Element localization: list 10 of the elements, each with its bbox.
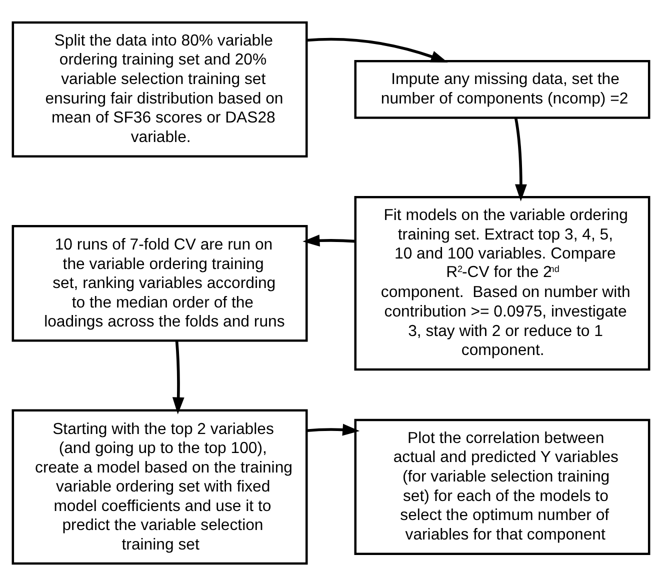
arrow bbox=[306, 38, 448, 63]
arrow bbox=[514, 118, 527, 202]
arrow bbox=[306, 424, 360, 436]
node-box: Impute any missing data, set the number of components (ncomp) =2 bbox=[354, 60, 650, 119]
node-box: Split the data into 80% variable ordering training set and 20% variable selection training set ensuring fair distribution based on mean of SF36 scores or DAS28 variable. bbox=[12, 21, 308, 158]
node-box: 10 runs of 7-fold CV are run on the variable ordering training set, ranking variables according to the median order of the loadings across the folds and runs bbox=[12, 224, 308, 342]
node-box: Starting with the top 2 variables (and going up to the top 100), create a model based on the training variable ordering set with fixed model coefficients and use it to predict the variable selection training set bbox=[12, 409, 308, 565]
node-box: Plot the correlation between actual and predicted Y variables (for variable selection training set) for each of the models to select the optimum number of variables for that component bbox=[354, 418, 650, 555]
arrow bbox=[302, 234, 356, 247]
arrow bbox=[172, 341, 184, 414]
